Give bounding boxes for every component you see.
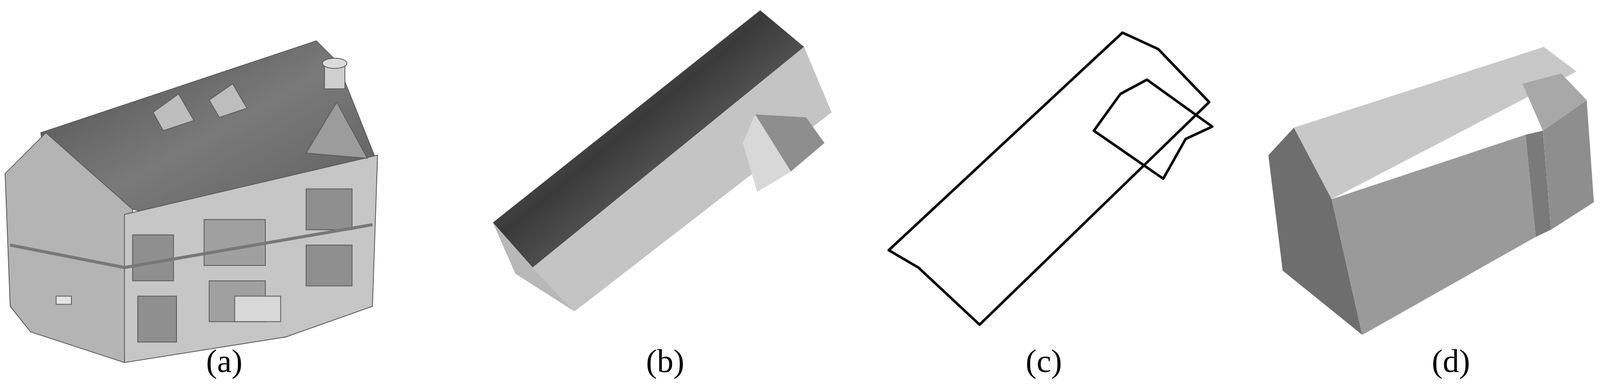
block-model: [1268, 46, 1594, 335]
panel-label: (c): [1025, 344, 1062, 378]
panel-label: (d): [1431, 344, 1470, 378]
panel-label: (b): [645, 344, 684, 378]
roof-model: [492, 10, 832, 312]
detailed-building: [5, 41, 378, 363]
footprint-outline: [888, 32, 1213, 325]
panel-label: (a): [205, 344, 243, 378]
